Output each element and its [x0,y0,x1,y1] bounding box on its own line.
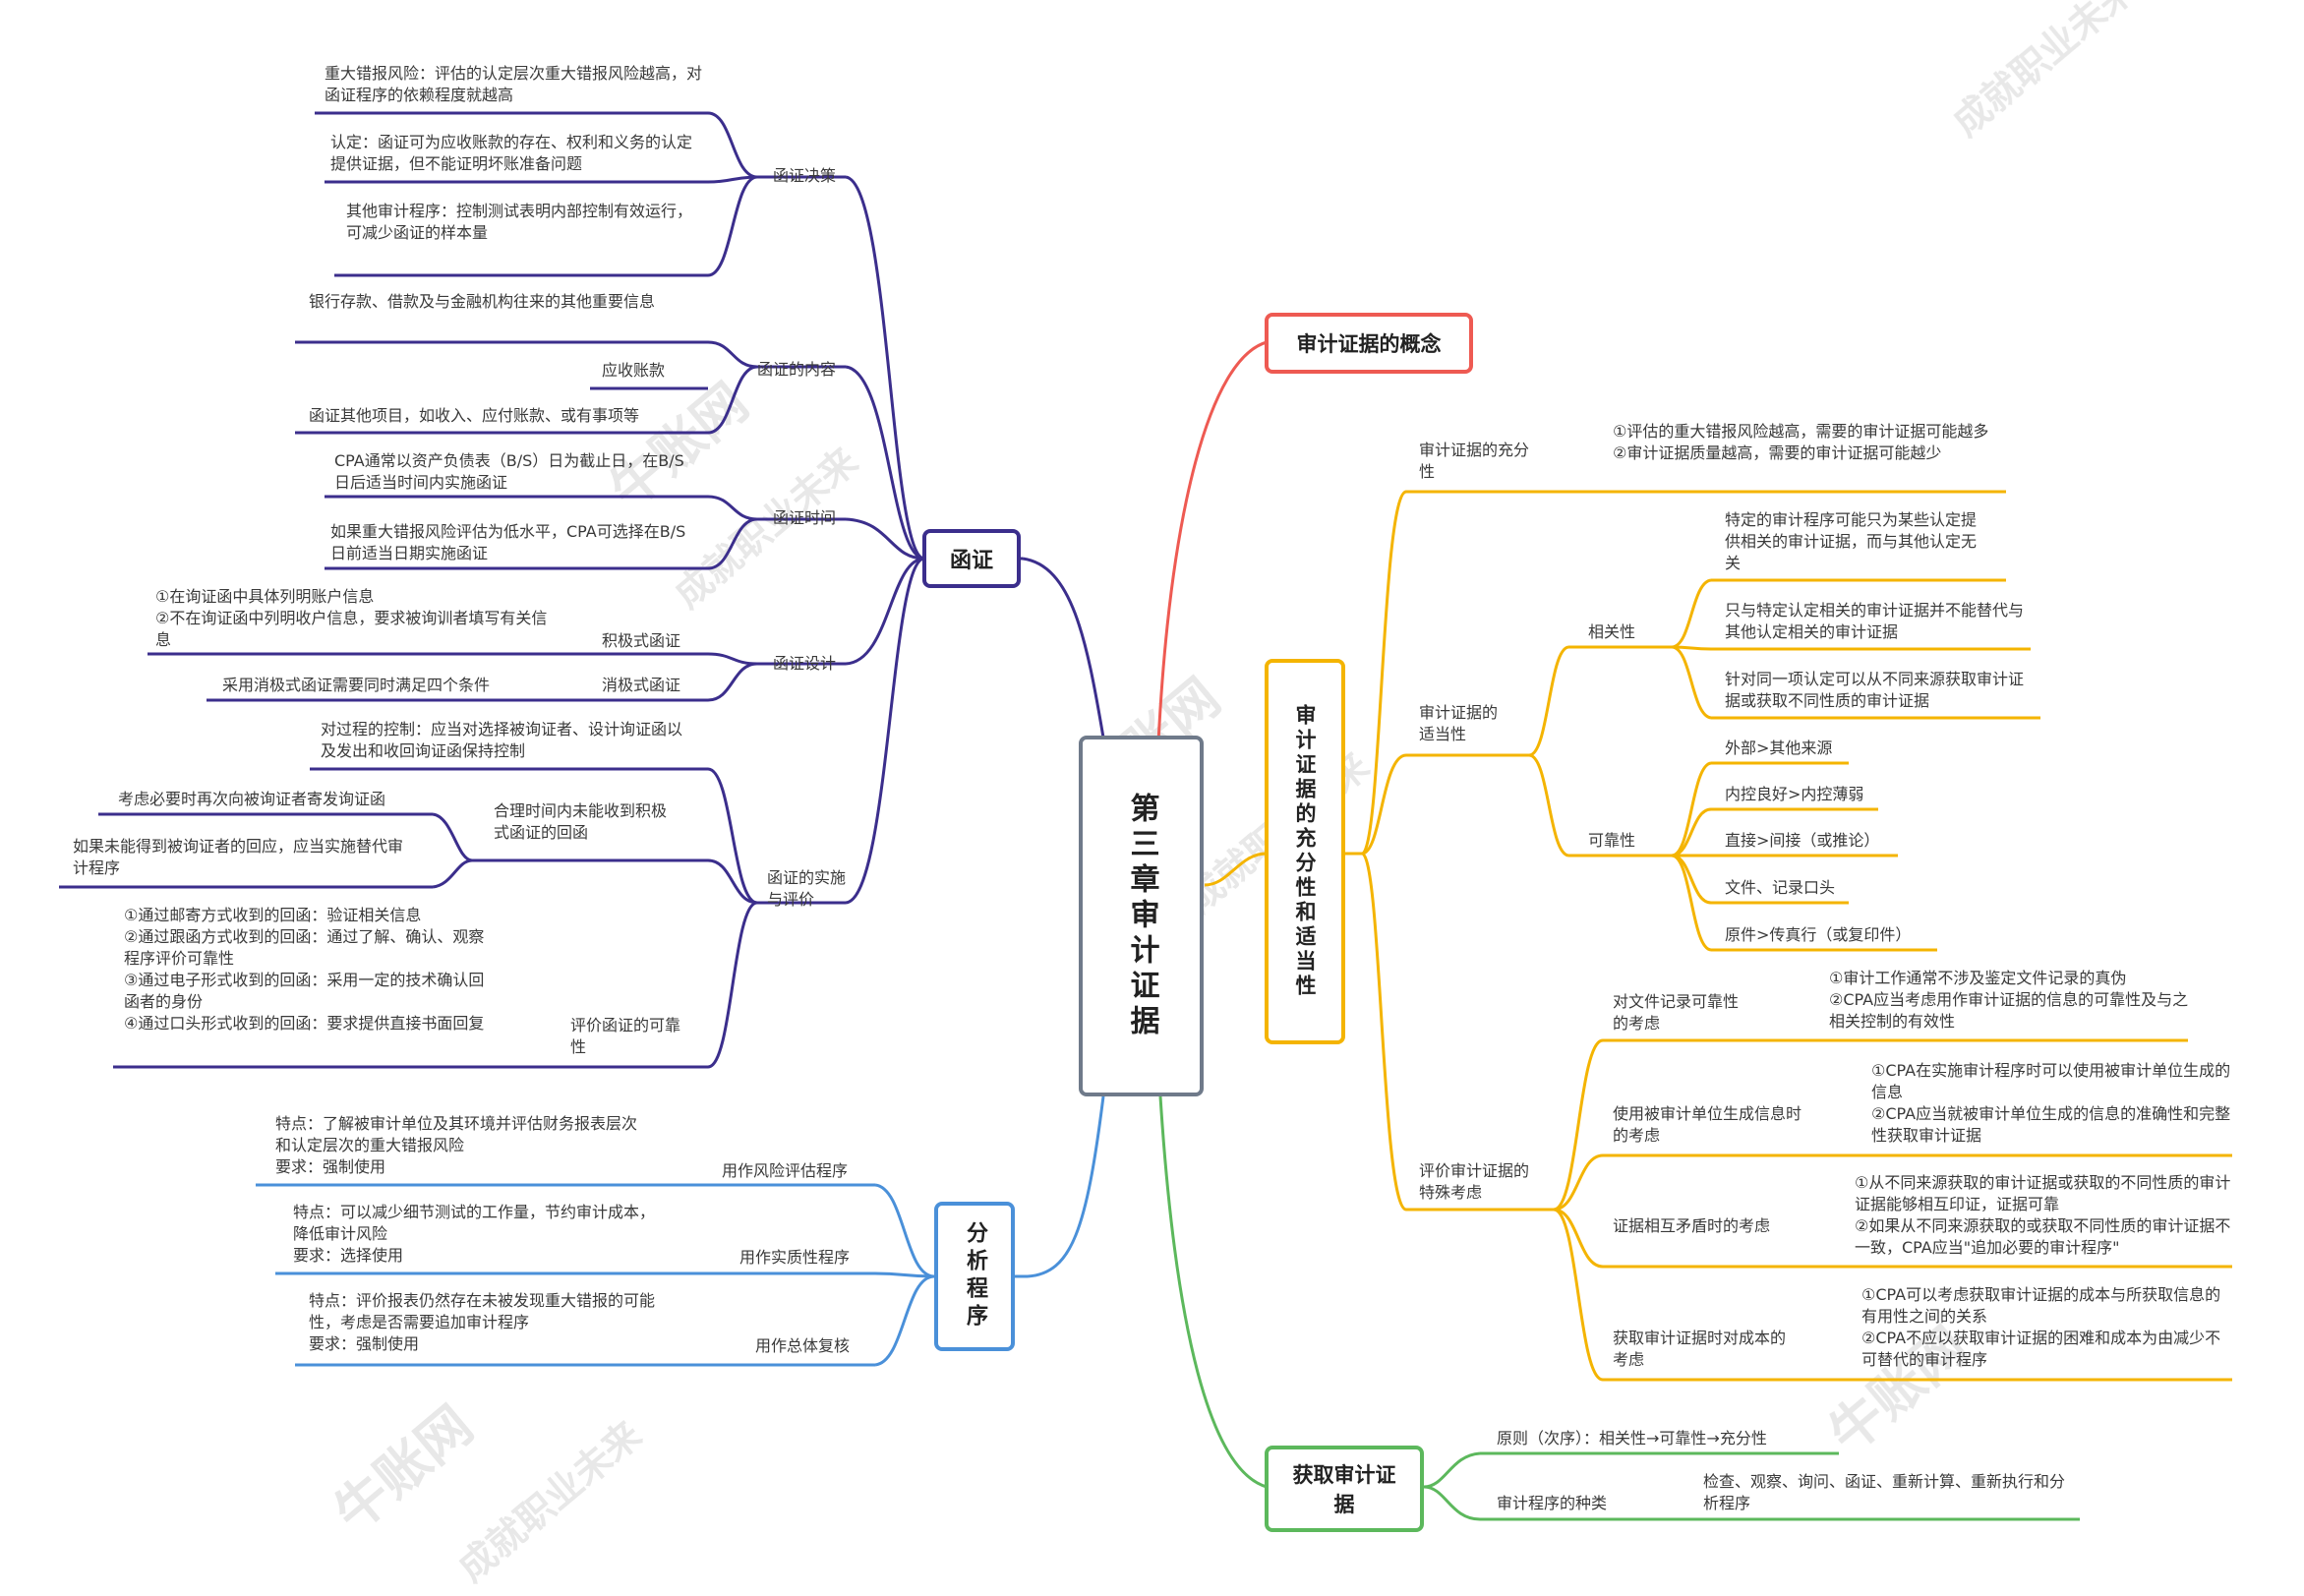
topic-obtain-evidence: 获取审计证据 [1265,1446,1424,1532]
relevance-item: 特定的审计程序可能只为某些认定提供相关的审计证据，而与其他认定无关 [1725,510,1978,572]
special-item-note: ①从不同来源获取的审计证据或获取的不同性质的审计证据能够相互印证，证据可靠 ②如… [1855,1173,2231,1257]
confirm-design-negative: 消极式函证 [602,676,681,694]
topic-evidence-concept: 审计证据的概念 [1265,313,1473,374]
confirm-decision-item: 其他审计程序：控制测试表明内部控制有效运行，可减少函证的样本量 [346,202,693,242]
reliability-label: 可靠性 [1588,831,1636,850]
confirm-content-label: 函证的内容 [757,360,837,379]
relevance-item: 针对同一项认定可以从不同来源获取审计证据或获取不同性质的审计证据 [1725,670,2025,710]
special-item-note: ①CPA可以考虑获取审计证据的成本与所获取信息的有用性之间的关系 ②CPA不应以… [1861,1285,2221,1369]
confirm-decision-item: 认定：函证可为应收账款的存在、权利和义务的认定提供证据，但不能证明坏账准备问题 [330,133,693,173]
confirm-content-other: 函证其他项目，如收入、应付账款、或有事项等 [309,406,640,425]
central-topic: 第三章审计证据 [1079,736,1204,1096]
confirm-timing-item: CPA通常以资产负债表（B/S）日为截止日，在B/S日后适当时间内实施函证 [334,451,684,492]
confirm-design-positive-notes: ①在询证函中具体列明账户信息 ②不在询证函中列明收户信息，要求被询训者填写有关信… [155,587,548,649]
confirm-implement-noreply-item: 如果未能得到被询证者的回应，应当实施替代审计程序 [73,837,404,877]
confirm-design-label: 函证设计 [773,654,837,673]
confirm-timing-item: 如果重大错报风险评估为低水平，CPA可选择在B/S日前适当日期实施函证 [330,522,686,562]
obtain-types-label: 审计程序的种类 [1497,1494,1608,1512]
confirm-implement-control: 对过程的控制：应当对选择被询证者、设计询证函以及发出和收回询证函保持控制 [321,720,683,760]
confirm-implement-noreply-item: 考虑必要时再次向被询证者寄发询证函 [118,790,386,808]
confirm-content-ar: 应收账款 [602,361,666,380]
analysis-item-note: 特点：了解被审计单位及其环境并评估财务报表层次和认定层次的重大错报风险 要求：强… [275,1114,638,1176]
reliability-item: 文件、记录口头 [1725,878,1836,897]
topic-analytical-procedures: 分析程序 [934,1202,1015,1351]
analysis-item-label: 用作实质性程序 [739,1248,851,1267]
confirm-content-bank: 银行存款、借款及与金融机构往来的其他重要信息 [309,292,656,311]
confirm-design-negative-note: 采用消极式函证需要同时满足四个条件 [222,676,491,694]
special-item-label: 获取审计证据时对成本的考虑 [1613,1329,1787,1369]
reliability-item: 内控良好>内控薄弱 [1725,785,1864,803]
topic-sufficiency-appropriateness: 审计证据的充分性和适当性 [1265,659,1345,1044]
obtain-types-note: 检查、观察、询问、函证、重新计算、重新执行和分析程序 [1703,1472,2066,1512]
special-item-label: 使用被审计单位生成信息时的考虑 [1613,1104,1802,1145]
special-item-label: 证据相互矛盾时的考虑 [1613,1216,1771,1235]
relevance-label: 相关性 [1588,622,1636,641]
sufficiency-notes: ①评估的重大错报风险越高，需要的审计证据可能越多 ②审计证据质量越高，需要的审计… [1613,422,1989,462]
confirm-implement-reliability-notes: ①通过邮寄方式收到的回函：验证相关信息 ②通过跟函方式收到的回函：通过了解、确认… [124,906,485,1033]
analysis-item-note: 特点：可以减少细节测试的工作量，节约审计成本，降低审计风险 要求：选择使用 [293,1203,656,1265]
reliability-item: 原件>传真行（或复印件） [1725,925,1912,944]
relevance-item: 只与特定认定相关的审计证据并不能替代与其他认定相关的审计证据 [1725,601,2025,641]
analysis-item-note: 特点：评价报表仍然存在未被发现重大错报的可能性，考虑是否需要追加审计程序 要求：… [309,1291,656,1353]
special-label: 评价审计证据的特殊考虑 [1419,1161,1530,1202]
obtain-principle: 原则（次序）：相关性→可靠性→充分性 [1497,1429,1767,1448]
reliability-item: 外部>其他来源 [1725,739,1833,757]
analysis-item-label: 用作风险评估程序 [722,1161,849,1180]
appropriateness-label: 审计证据的适当性 [1419,703,1499,743]
confirm-decision-label: 函证决策 [773,166,837,185]
reliability-item: 直接>间接（或推论） [1725,831,1880,850]
topic-confirmation: 函证 [922,529,1021,588]
confirm-implement-label: 函证的实施与评价 [767,868,847,909]
analysis-item-label: 用作总体复核 [755,1336,851,1355]
confirm-decision-item: 重大错报风险：评估的认定层次重大错报风险越高，对函证程序的依赖程度就越高 [325,64,703,104]
sufficiency-label: 审计证据的充分性 [1419,441,1530,481]
special-item-note: ①CPA在实施审计程序时可以使用被审计单位生成的信息 ②CPA应当就被审计单位生… [1871,1061,2231,1145]
special-item-note: ①审计工作通常不涉及鉴定文件记录的真伪 ②CPA应当考虑用作审计证据的信息的可靠… [1829,969,2189,1031]
confirm-timing-label: 函证时间 [773,508,837,527]
confirm-implement-reliability: 评价函证的可靠性 [570,1016,681,1056]
confirm-design-positive: 积极式函证 [602,631,681,650]
special-item-label: 对文件记录可靠性的考虑 [1613,992,1740,1033]
confirm-implement-noreply: 合理时间内未能收到积极式函证的回函 [494,801,668,842]
